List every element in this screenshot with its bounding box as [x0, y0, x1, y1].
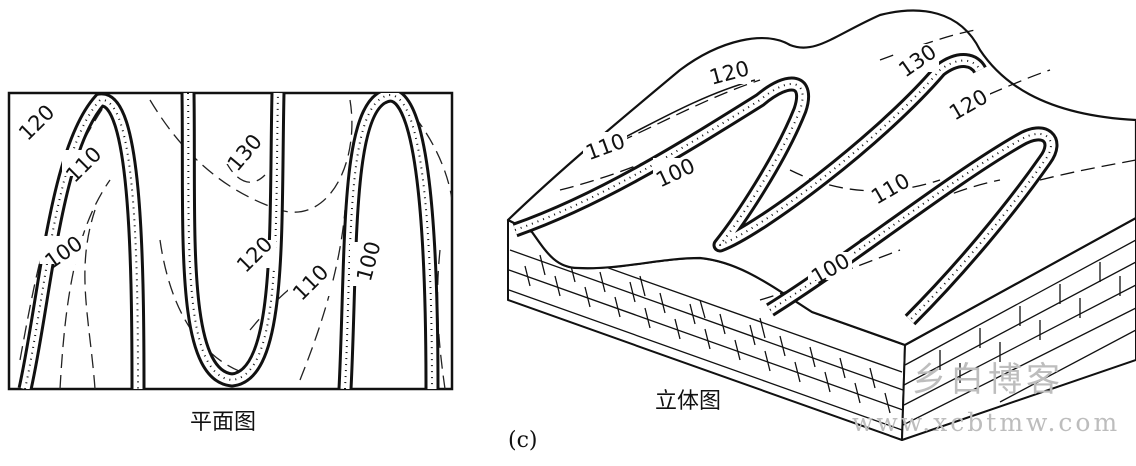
plan-map-frame [7, 91, 454, 391]
block-right-brick-pattern [902, 239, 1136, 426]
plan-contour-label: 130 [223, 130, 267, 176]
plan-contour-label: 120 [14, 100, 59, 145]
watermark-url: www.xcbtmw.com [852, 408, 1121, 437]
subfigure-label: (c) [508, 428, 538, 453]
block-front-brick-pattern [508, 249, 904, 431]
watermark-name: 乡白博客 [912, 360, 1064, 400]
plan-view-map: 120 110 100 130 120 110 100 [7, 91, 454, 391]
plan-view-caption: 平面图 [190, 410, 257, 435]
plan-contour-label: 110 [288, 260, 333, 305]
block-view-caption: 立体图 [655, 389, 722, 414]
block-outcrop-beds [512, 53, 1059, 326]
